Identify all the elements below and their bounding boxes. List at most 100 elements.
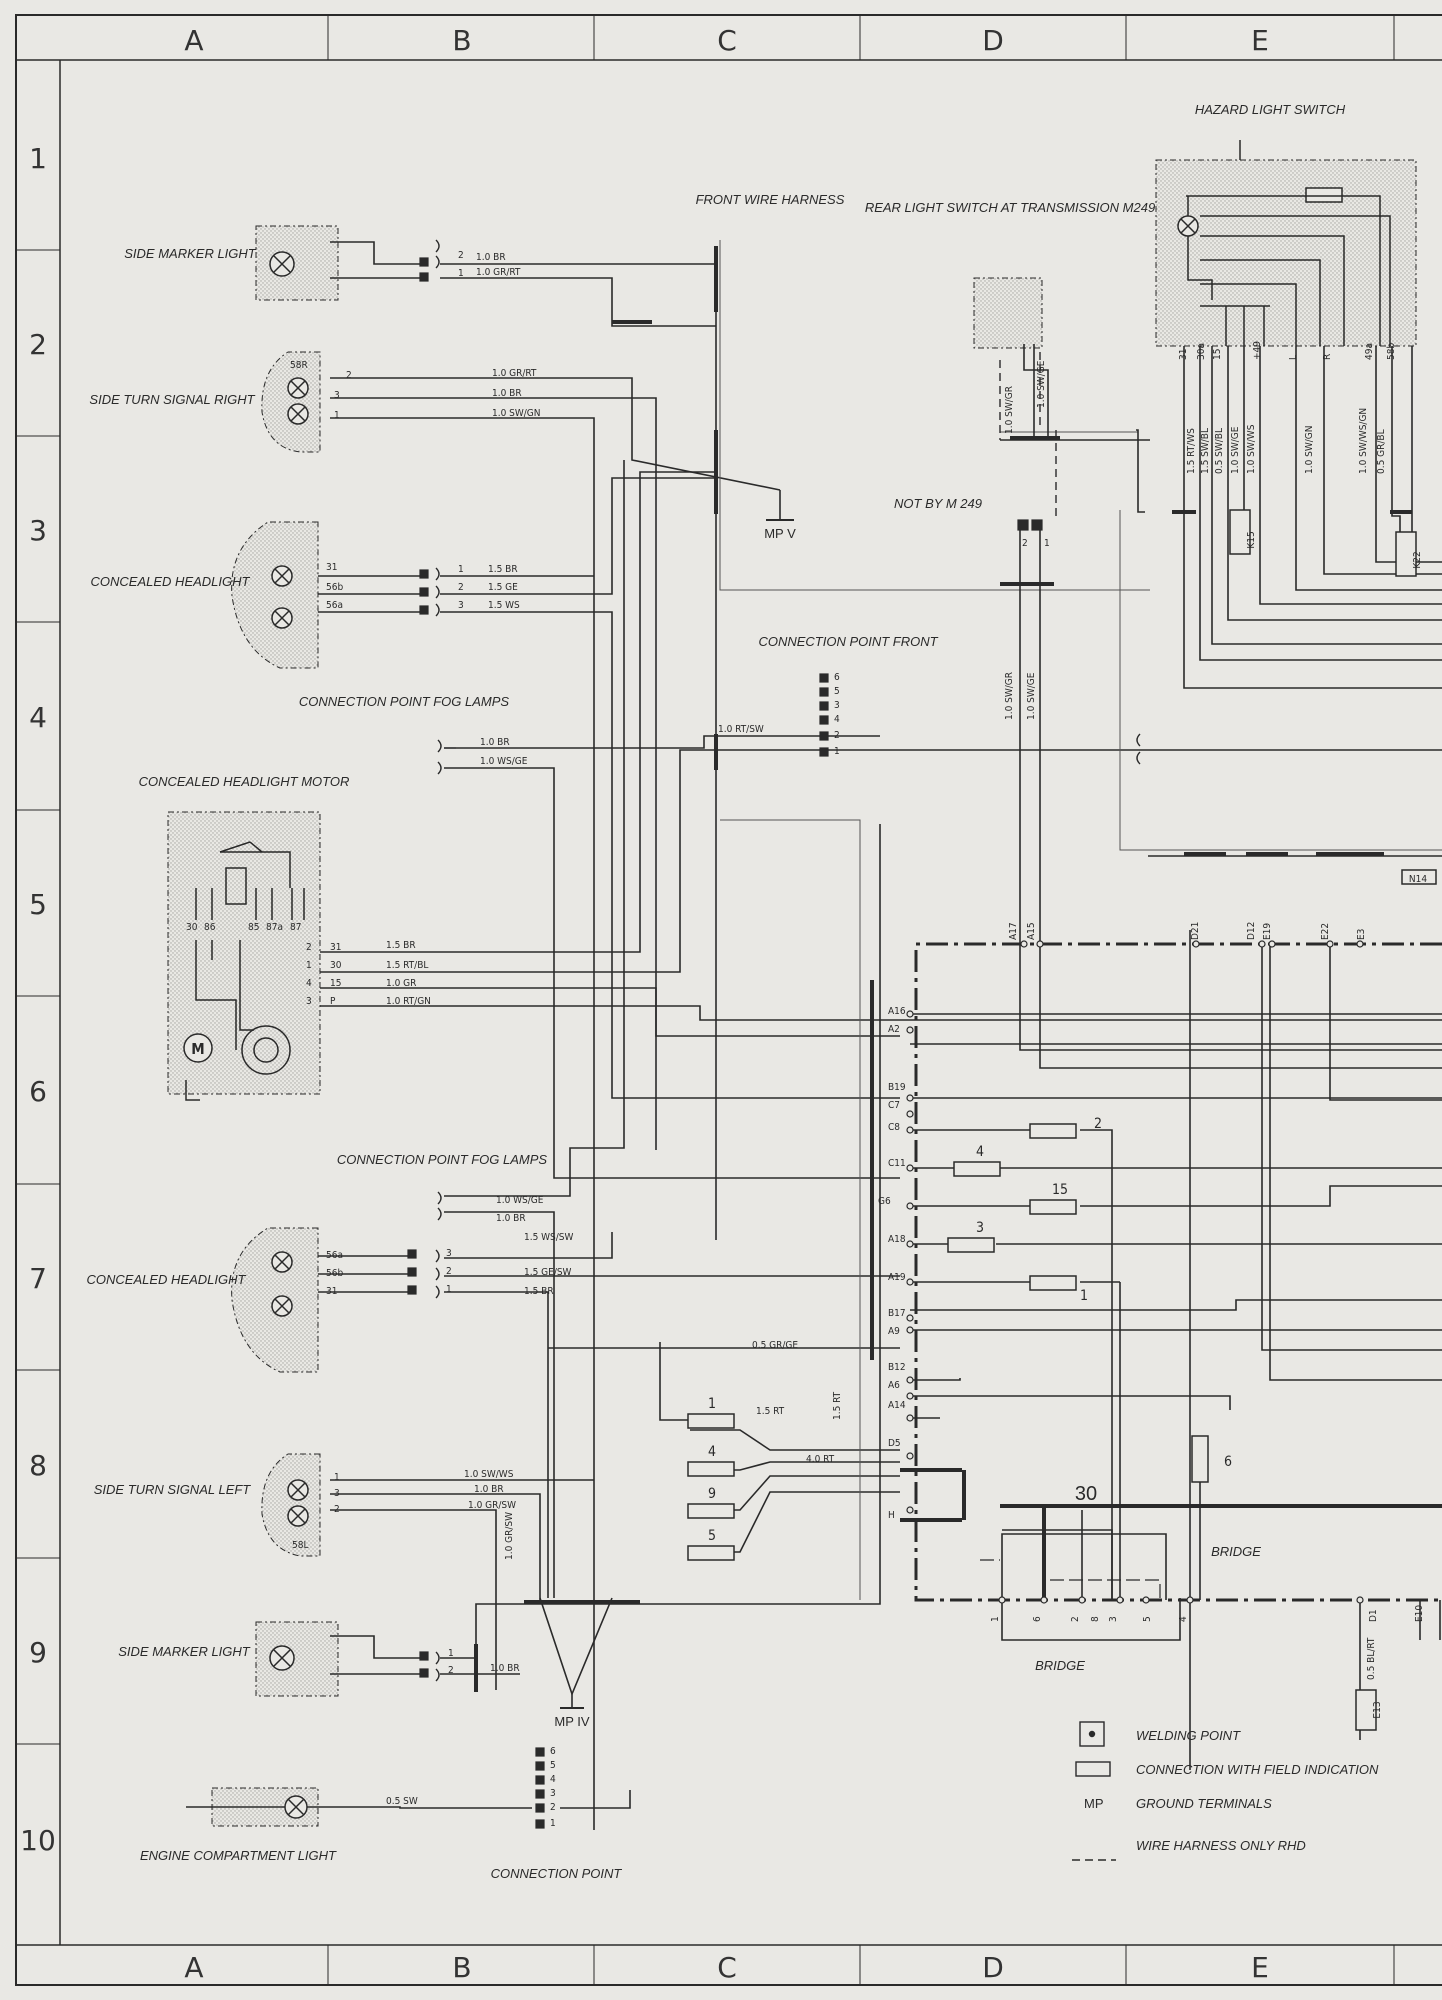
column-label: C <box>717 24 737 57</box>
svg-text:M: M <box>191 1040 204 1058</box>
pin-label: P <box>330 996 336 1007</box>
column-label: A <box>184 1951 203 1984</box>
label-mp-v: MP V <box>764 526 796 541</box>
wire-label: 1.0 SW/WS <box>464 1469 514 1480</box>
row-label: 2 <box>29 328 47 361</box>
label-not-by: NOT BY M 249 <box>894 496 982 511</box>
lamp-icon <box>284 1795 308 1819</box>
pin-label: 6 <box>834 672 840 683</box>
pin-label: 4 <box>834 714 840 725</box>
pin-label: 15 <box>330 978 341 989</box>
legend-field-text: CONNECTION WITH FIELD INDICATION <box>1136 1762 1379 1777</box>
legend-weld-text: WELDING POINT <box>1136 1728 1241 1743</box>
fuse-box-extension <box>980 1559 1161 1600</box>
label-fog-top: CONNECTION POINT FOG LAMPS <box>299 694 510 709</box>
wire-label: 1.5 BR <box>386 940 416 951</box>
pin-label: 30 <box>186 922 198 933</box>
pin-label: 2 <box>1070 1616 1081 1622</box>
label-mp-iv: MP IV <box>554 1714 589 1729</box>
pin-label: 1 <box>334 1472 340 1483</box>
pin-label: 86 <box>204 922 216 933</box>
lamp-icon <box>287 1505 309 1527</box>
label-headlight-bottom: CONCEALED HEADLIGHT <box>87 1272 247 1287</box>
pin-label: 30 <box>330 960 342 971</box>
label-turn-signal-left: SIDE TURN SIGNAL LEFT <box>94 1482 252 1497</box>
fuse-label: 6 <box>1224 1454 1232 1470</box>
wire-label: 1.0 SW/GE <box>1230 426 1241 474</box>
wire-label: 1.0 GR <box>386 978 416 989</box>
pin-label: D5 <box>888 1438 901 1449</box>
fuse-icon <box>687 1503 735 1519</box>
label-motor: CONCEALED HEADLIGHT MOTOR <box>139 774 350 789</box>
pin-label: 4 <box>550 1774 556 1785</box>
row-label: 7 <box>29 1262 47 1295</box>
wire-label: 1.5 GE/SW <box>524 1267 572 1278</box>
label-connection-point: CONNECTION POINT <box>491 1866 623 1881</box>
pin-label: 2 <box>334 1504 340 1515</box>
label-n14: N14 <box>1409 874 1427 885</box>
pin-label: 56a <box>326 600 343 611</box>
column-label: E <box>1251 24 1269 57</box>
wire-label: 1.0 RT/GN <box>386 996 431 1007</box>
legend-rhd-text: WIRE HARNESS ONLY RHD <box>1136 1838 1306 1853</box>
label-turn-signal-right: SIDE TURN SIGNAL RIGHT <box>89 392 255 407</box>
lamp-icon <box>271 607 293 629</box>
field-indication-icon <box>1075 1761 1111 1777</box>
wire-label: 1.5 RT <box>832 1391 843 1420</box>
component-labels: SIDE MARKER LIGHT SIDE TURN SIGNAL RIGHT… <box>87 102 1428 1881</box>
pin-label: E19 <box>1262 923 1273 940</box>
fuse-icon <box>1029 1275 1077 1291</box>
fuse-label: 4 <box>976 1144 984 1160</box>
label-side-marker-top: SIDE MARKER LIGHT <box>124 246 257 261</box>
pin-label: 1 <box>334 410 340 421</box>
harness-outlines <box>719 240 1442 1600</box>
wire-label: 1.0 GR/SW <box>504 1512 515 1560</box>
connector-arcs <box>435 239 1141 1682</box>
pin-label: A15 <box>1026 922 1037 940</box>
wire-label: 4.0 RT <box>806 1454 835 1465</box>
pin-label: A17 <box>1008 922 1019 940</box>
wire-label: 1.0 BR <box>476 252 506 263</box>
wire-label: 1.5 BR <box>524 1286 554 1297</box>
pin-label: 8 <box>1090 1616 1101 1622</box>
column-label: D <box>982 24 1004 57</box>
fuse-label: 2 <box>1094 1116 1102 1132</box>
fuse-label: 5 <box>708 1528 716 1544</box>
pin-label: A14 <box>888 1400 906 1411</box>
pin-label: A18 <box>888 1234 906 1245</box>
wire-label: 1.0 SW/GR <box>1004 672 1015 720</box>
fuse-icon <box>1029 1123 1077 1139</box>
splices <box>474 246 1442 1692</box>
pin-label: 5 <box>834 686 840 697</box>
pin-label: D1 <box>1368 1609 1379 1622</box>
wire-label: 1.5 WS <box>488 600 520 611</box>
pin-label: 1 <box>550 1818 556 1829</box>
pin-label: 56a <box>326 1250 343 1261</box>
fuse-icon <box>687 1413 735 1429</box>
pin-label: A6 <box>888 1380 900 1391</box>
wire-label: 1.0 SW/GE <box>1036 360 1047 408</box>
column-label: A <box>184 24 203 57</box>
pin-label: 5 <box>1142 1616 1153 1622</box>
fuse-icon <box>1191 1435 1209 1483</box>
wire-label: 1.5 WS/SW <box>524 1232 574 1243</box>
pin-label: 58L <box>292 1540 308 1551</box>
legend-symbols <box>1072 1721 1116 1861</box>
lamp-icon <box>287 1479 309 1501</box>
pin-label: C11 <box>888 1158 906 1169</box>
wire-label: 1.0 RT/SW <box>718 724 764 735</box>
fuse-label: 9 <box>708 1486 716 1502</box>
pin-label: 3 <box>334 1488 340 1499</box>
pin-label: B12 <box>888 1362 906 1373</box>
wires-left <box>186 241 1442 1830</box>
pin-label: B17 <box>888 1308 906 1319</box>
bus-terminals <box>906 940 1364 1604</box>
pin-label: 5 <box>550 1760 556 1771</box>
column-label: D <box>982 1951 1004 1984</box>
wire-label: 0.5 SW <box>386 1796 418 1807</box>
wire-label: 1.0 WS/GE <box>480 756 528 767</box>
label-engine-light: ENGINE COMPARTMENT LIGHT <box>140 1848 337 1863</box>
pin-label: 2 <box>346 370 352 381</box>
motor-icon: M <box>183 841 305 1101</box>
